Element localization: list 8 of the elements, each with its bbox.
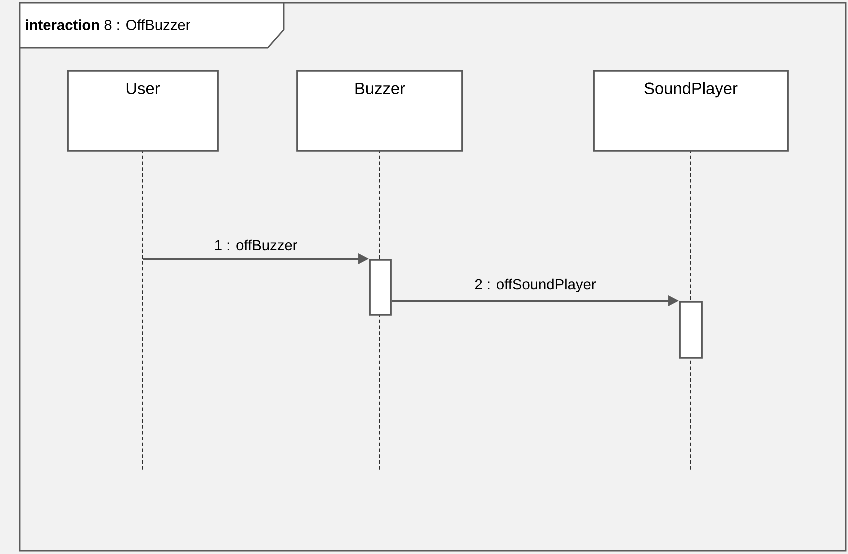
activation-bar (679, 301, 703, 359)
title: interaction 8 : OffBuzzer (26, 20, 190, 30)
activation-bar (369, 259, 392, 316)
lifeline-head: User (67, 70, 219, 152)
lifeline-head: Buzzer (296, 70, 464, 152)
message-label: 2 : offSoundPlayer (475, 278, 596, 293)
message-label: 1 : offBuzzer (216, 240, 298, 251)
lifeline-head: SoundPlayer (593, 70, 789, 152)
